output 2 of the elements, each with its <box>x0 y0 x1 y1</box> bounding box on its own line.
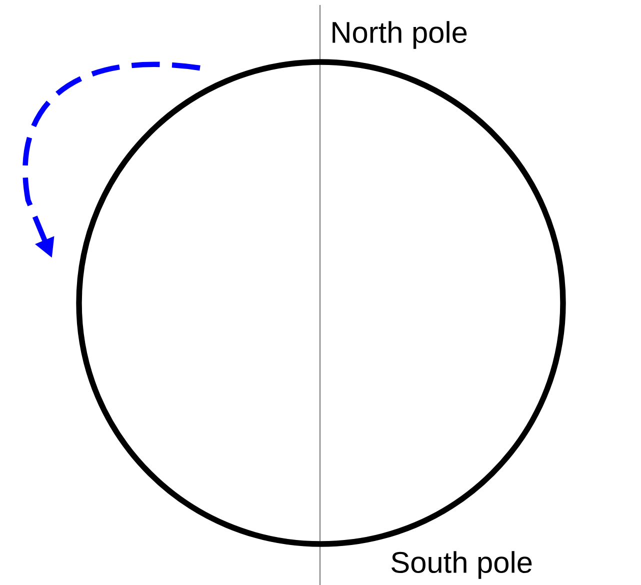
pole-label: North pole <box>332 21 467 49</box>
pole-label: South pole <box>392 551 532 579</box>
